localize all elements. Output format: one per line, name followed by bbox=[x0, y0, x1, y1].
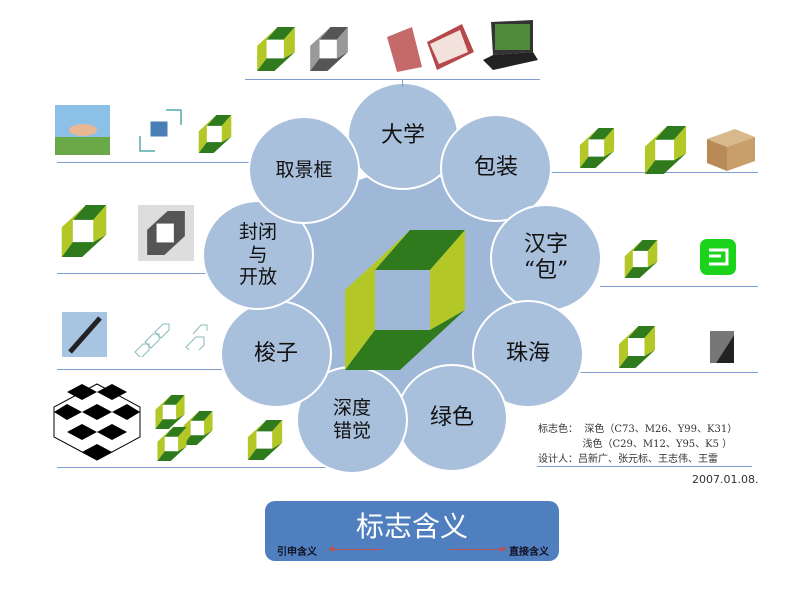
right-arrow-head-icon bbox=[501, 546, 507, 552]
stacked-logo-icon bbox=[155, 395, 215, 463]
viewfinder-icon bbox=[139, 109, 182, 152]
shuttle-icon bbox=[62, 312, 107, 357]
logo-gray-closed-icon bbox=[138, 205, 194, 261]
laptop-icon bbox=[483, 20, 538, 70]
designers: 设计人：吕新广、张元标、王志伟、王雷 bbox=[538, 454, 718, 465]
divider-line bbox=[537, 466, 752, 467]
outline-logo-icon bbox=[185, 324, 208, 350]
hanzi-bao-icon bbox=[700, 239, 736, 275]
divider-line bbox=[57, 467, 340, 468]
circle-qujingkuang: 取景框 bbox=[248, 116, 360, 224]
right-arrow bbox=[449, 549, 501, 550]
logo-icon bbox=[247, 420, 283, 460]
logo-icon bbox=[578, 128, 616, 168]
direct-meaning-label: 直接含义 bbox=[509, 547, 549, 558]
outline-logo-icon bbox=[134, 323, 170, 357]
pointer-line bbox=[402, 79, 403, 87]
extended-meaning-label: 引申含义 bbox=[277, 547, 317, 558]
circle-suozi: 梭子 bbox=[220, 300, 332, 408]
logo-icon bbox=[60, 205, 108, 257]
circle-daxue: 大学 bbox=[347, 82, 459, 190]
divider-line bbox=[600, 286, 758, 287]
circle-hanzi-bao: 汉字 “包” bbox=[490, 204, 602, 312]
date: 2007.01.08. bbox=[692, 473, 759, 486]
title-box: 标志含义 引申含义 直接含义 bbox=[265, 501, 559, 561]
cardboard-box-icon bbox=[707, 129, 755, 171]
title: 标志含义 bbox=[355, 510, 468, 543]
logo-icon bbox=[255, 27, 297, 71]
circle-baozhuang: 包装 bbox=[440, 114, 552, 222]
divider-line bbox=[245, 79, 540, 80]
divider-line bbox=[57, 162, 262, 163]
left-arrow bbox=[330, 549, 382, 550]
logo-icon bbox=[617, 326, 657, 368]
logo-gray-icon bbox=[308, 27, 350, 71]
divider-line bbox=[57, 273, 207, 274]
logo-icon bbox=[623, 240, 659, 278]
logo-icon bbox=[197, 115, 233, 153]
divider-line bbox=[575, 372, 758, 373]
logo-color-light: 浅色（C29、M12、Y95、K5 ） bbox=[538, 439, 733, 450]
divider-line bbox=[57, 369, 222, 370]
book-icon bbox=[387, 24, 474, 72]
logo-color-dark: 标志色： 深色（C73、M26、Y99、K31） bbox=[538, 424, 738, 435]
circle-lvse: 绿色 bbox=[396, 364, 508, 472]
photo-frame-hands-icon bbox=[55, 105, 110, 155]
cube-illusion-icon bbox=[53, 383, 141, 461]
left-arrow-head-icon bbox=[328, 546, 334, 552]
main-logo-icon bbox=[345, 230, 465, 370]
logo-icon bbox=[643, 126, 688, 174]
z-shape-icon bbox=[708, 329, 736, 365]
